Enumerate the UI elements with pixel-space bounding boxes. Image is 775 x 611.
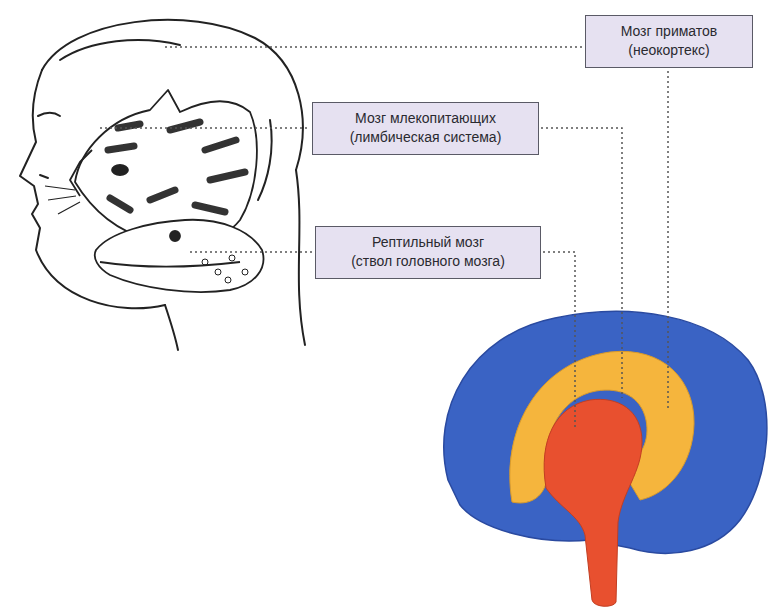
box-text: (неокортекс): [596, 41, 742, 60]
box-text: Мозг млекопитающих: [323, 109, 528, 128]
leader-line: [100, 127, 309, 129]
brain-figure: [444, 311, 767, 606]
lizard-drawing: [95, 220, 264, 292]
brainstem-region: [544, 399, 642, 606]
box-text: Рептильный мозг: [326, 233, 530, 252]
label-box: Мозг млекопитающих(лимбическая система): [312, 102, 539, 155]
cat-drawing: [45, 90, 257, 245]
leader-line: [165, 46, 582, 48]
label-box: Рептильный мозг(ствол головного мозга): [315, 226, 541, 279]
leader-line: [667, 66, 669, 410]
leader-line: [541, 128, 622, 398]
box-text: (ствол головного мозга): [326, 252, 530, 271]
box-text: (лимбическая система): [323, 128, 528, 147]
leader-line: [190, 251, 312, 253]
leader-lines: [100, 47, 668, 430]
head-drawing: [20, 20, 305, 350]
box-text: Мозг приматов: [596, 22, 742, 41]
label-box: Мозг приматов(неокортекс): [585, 15, 753, 68]
leader-line: [543, 252, 575, 430]
